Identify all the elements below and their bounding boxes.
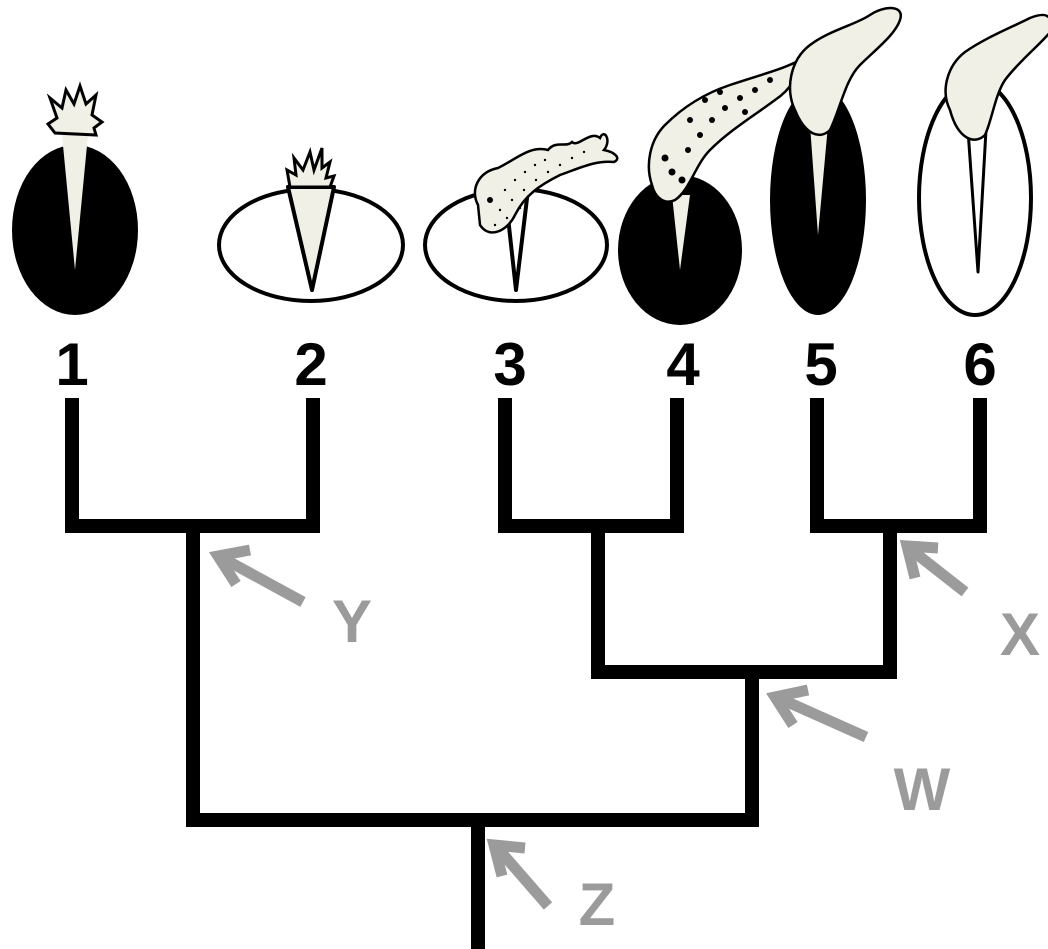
taxon-label-4: 4 — [666, 331, 700, 398]
seed-illustration-5 — [770, 6, 902, 315]
seed-wing-6 — [944, 13, 1048, 141]
seed-illustration-6 — [917, 13, 1048, 317]
seed-wedge-1 — [62, 135, 88, 270]
seed-illustration-2 — [217, 146, 405, 303]
seed-spiky-tip-1 — [45, 81, 105, 137]
seed-illustration-3 — [423, 133, 619, 303]
seed-spiky-tip-2 — [284, 146, 337, 189]
taxon-label-5: 5 — [804, 331, 837, 398]
node-label-z: Z — [579, 871, 616, 938]
node-label-w: W — [894, 756, 951, 823]
node-label-y: Y — [332, 588, 372, 655]
seed-illustration-4 — [618, 60, 799, 325]
node-arrows — [208, 540, 969, 910]
node-arrow-x — [899, 540, 969, 597]
cladogram-tree — [65, 398, 987, 949]
node-arrow-y — [208, 544, 306, 607]
branch-clade-3-4 — [498, 398, 684, 533]
seed-wing-3 — [473, 133, 619, 234]
taxon-label-6: 6 — [963, 331, 996, 398]
node-arrow-z — [486, 838, 553, 910]
seed-wedge-4 — [672, 195, 690, 270]
node-arrow-w — [766, 684, 869, 743]
taxon-label-3: 3 — [493, 331, 526, 398]
branch-clade-5-6 — [810, 398, 987, 533]
seed-illustration-1 — [12, 81, 138, 315]
taxon-label-1: 1 — [55, 331, 88, 398]
wing-dots-4 — [661, 77, 773, 184]
taxon-label-2: 2 — [294, 331, 327, 398]
node-label-x: X — [1000, 601, 1040, 668]
seed-wedge-5 — [810, 125, 828, 235]
wing-speckles-3 — [487, 150, 586, 227]
branch-clade-1-2 — [65, 398, 320, 533]
seed-wing-5 — [788, 6, 902, 136]
